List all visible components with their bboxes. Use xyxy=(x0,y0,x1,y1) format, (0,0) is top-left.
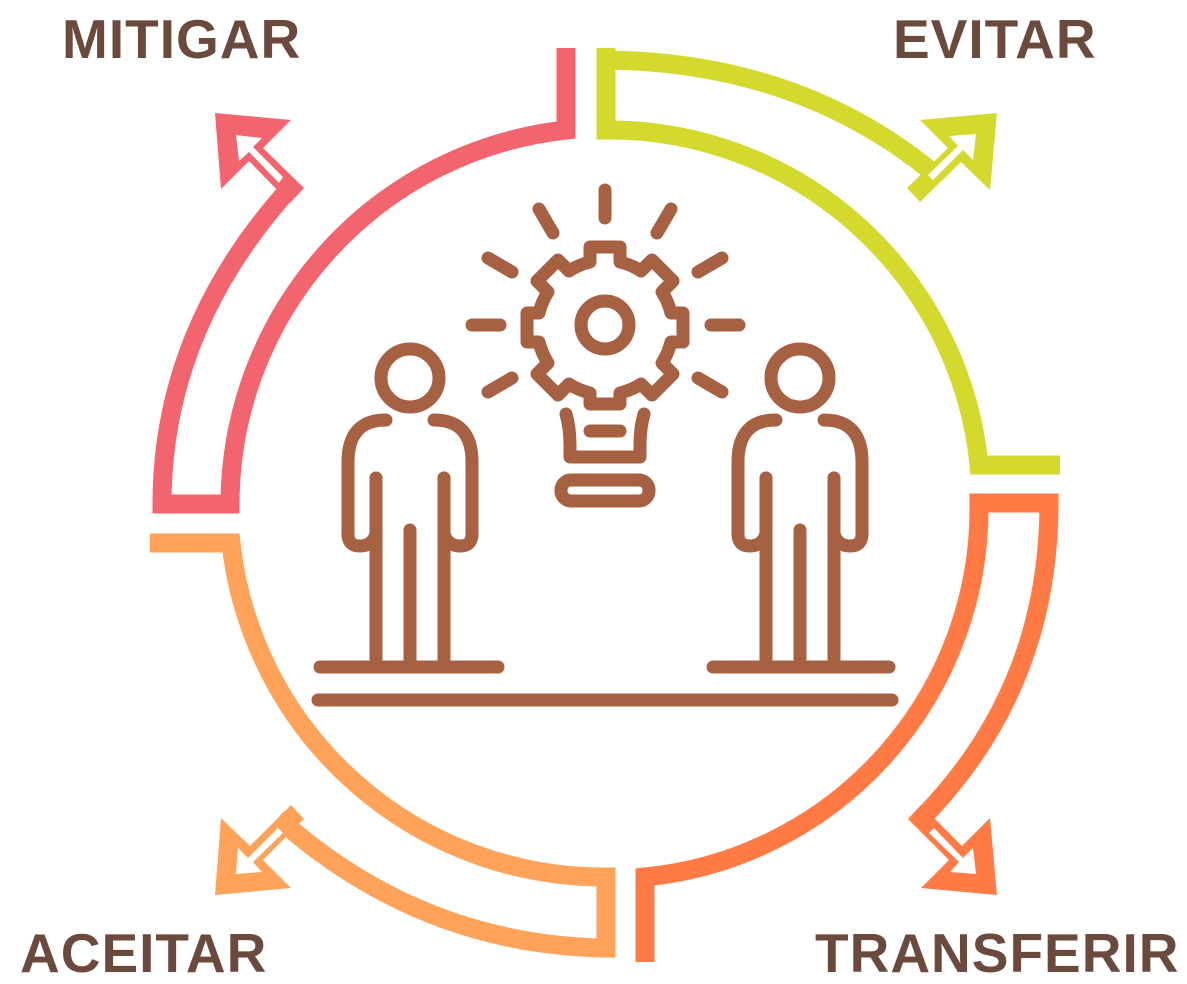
arrow-transferir-outline xyxy=(635,493,1059,962)
label-mitigar: MITIGAR xyxy=(62,8,302,70)
label-aceitar: ACEITAR xyxy=(20,922,268,984)
arrow-mitigar xyxy=(152,48,576,514)
arrow-aceitar-head-hole xyxy=(236,828,283,874)
central-icon xyxy=(311,183,899,707)
person-left-icon xyxy=(341,342,479,668)
arrow-transferir-head-hole xyxy=(929,828,976,874)
arrow-mitigar-head-hole xyxy=(236,135,283,183)
label-evitar: EVITAR xyxy=(893,8,1097,70)
arrow-evitar-outline xyxy=(596,48,1060,475)
label-transferir: TRANSFERIR xyxy=(815,922,1180,984)
arrow-mitigar-outline xyxy=(152,48,576,514)
arrow-aceitar xyxy=(150,533,616,958)
arrow-evitar xyxy=(596,48,1060,475)
person-right-icon xyxy=(731,342,869,668)
arrow-aceitar-outline xyxy=(150,533,616,958)
lightbulb-gear-icon xyxy=(465,183,746,508)
arrow-evitar-head-hole xyxy=(928,134,976,180)
arrow-transferir xyxy=(635,493,1059,962)
